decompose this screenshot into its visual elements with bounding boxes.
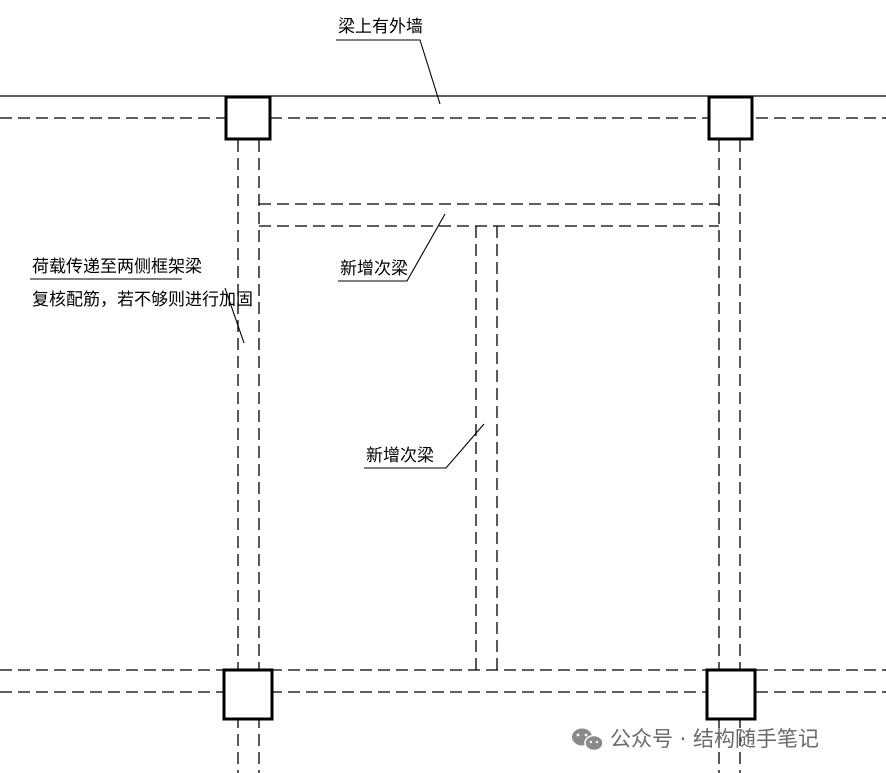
load-transfer-label-line1: 荷载传递至两侧框架梁 xyxy=(32,257,202,277)
load-transfer-label-line2: 复核配筋，若不够则进行加固 xyxy=(32,290,253,310)
column-top-right xyxy=(707,95,754,141)
column-bottom-left xyxy=(222,668,274,721)
wechat-icon xyxy=(572,728,604,752)
exterior-wall-label: 梁上有外墙 xyxy=(338,17,423,37)
column-bottom-right xyxy=(705,668,757,721)
load-transfer-leader xyxy=(224,287,245,344)
watermark-text: 公众号 · 结构随手笔记 xyxy=(610,727,819,751)
new-horizontal-beam-leader xyxy=(338,213,446,282)
new-vertical-beam-leader xyxy=(364,423,485,469)
column-top-left xyxy=(224,95,272,141)
new-horizontal-beam-label: 新增次梁 xyxy=(340,259,408,279)
exterior-wall-leader xyxy=(336,39,441,105)
new-vertical-beam-label: 新增次梁 xyxy=(366,446,434,466)
